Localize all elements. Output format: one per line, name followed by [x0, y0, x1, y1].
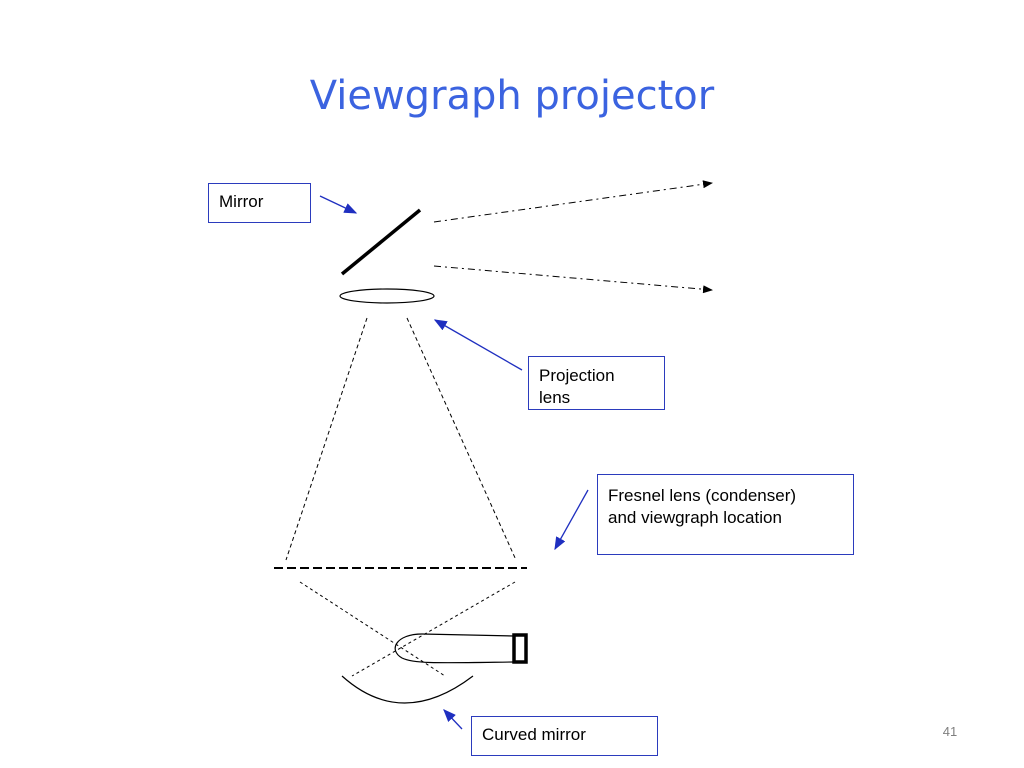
slide-number: 41	[942, 724, 958, 739]
fold-mirror	[340, 208, 422, 276]
projection-lens-label: Projection lens	[528, 356, 665, 410]
light-cone-left	[285, 317, 368, 561]
lamp-envelope	[394, 633, 515, 664]
fresnel-lens-callout-arrow	[554, 489, 589, 551]
curved-mirror-callout-arrow	[443, 709, 463, 730]
projection-lens	[339, 288, 435, 304]
illumination-ray-left	[299, 581, 446, 677]
curved-mirror-label: Curved mirror	[471, 716, 658, 756]
slide-title: Viewgraph projector	[309, 73, 715, 119]
projection-lens-callout-arrow	[433, 319, 523, 371]
light-cone-right	[406, 317, 517, 561]
mirror-label: Mirror	[208, 183, 311, 223]
illumination-ray-right	[351, 581, 516, 677]
fresnel-lens-label: Fresnel lens (condenser) and viewgraph l…	[597, 474, 854, 555]
projected-beam-upper	[433, 180, 713, 223]
mirror-callout-arrow	[319, 195, 358, 214]
projected-beam-lower	[433, 265, 713, 294]
curved-mirror	[341, 675, 474, 704]
lamp-filament-icon	[512, 633, 528, 664]
